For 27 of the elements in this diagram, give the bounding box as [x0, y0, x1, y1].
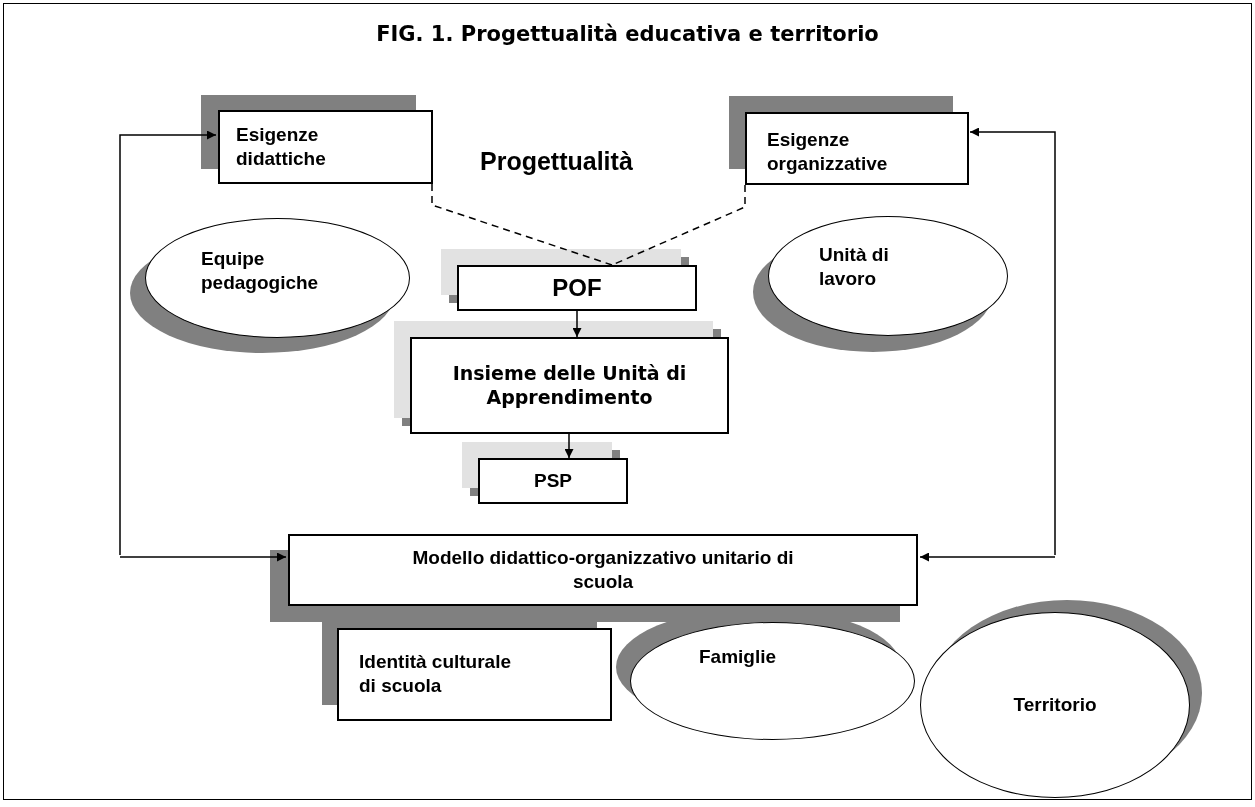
node-text: Famiglie	[698, 645, 777, 669]
process-box	[457, 265, 697, 311]
node-text: Esigenze didattiche	[236, 123, 327, 171]
process-box	[288, 534, 918, 606]
arrow	[572, 310, 582, 338]
arrow	[119, 130, 217, 556]
node-text: Unità di lavoro	[819, 243, 890, 291]
process-box	[337, 628, 612, 721]
dashed-connector	[431, 183, 613, 266]
node-text: POF	[552, 273, 602, 303]
arrow	[564, 433, 574, 459]
node-text: Territorio	[1013, 693, 1097, 717]
arrow	[119, 552, 287, 562]
process-box	[745, 112, 969, 185]
arrow	[969, 127, 1056, 556]
node-text: Esigenze organizzative	[767, 127, 889, 176]
node-text: PSP	[534, 469, 572, 493]
node-text: Modello didattico-organizzativo unitario di scuola	[411, 546, 795, 594]
figure-title: FIG. 1. Progettualità educativa e territorio	[375, 22, 880, 46]
process-box	[218, 110, 433, 184]
arrow	[919, 552, 1056, 562]
node-text: Equipe pedagogiche	[201, 247, 320, 295]
node-text: Identità culturale di scuola	[359, 650, 513, 698]
process-box	[478, 458, 628, 504]
node-text: Insieme delle Unità di Apprendimento	[451, 361, 688, 410]
diagram-label: Progettualità	[480, 147, 633, 176]
process-box	[410, 337, 729, 434]
